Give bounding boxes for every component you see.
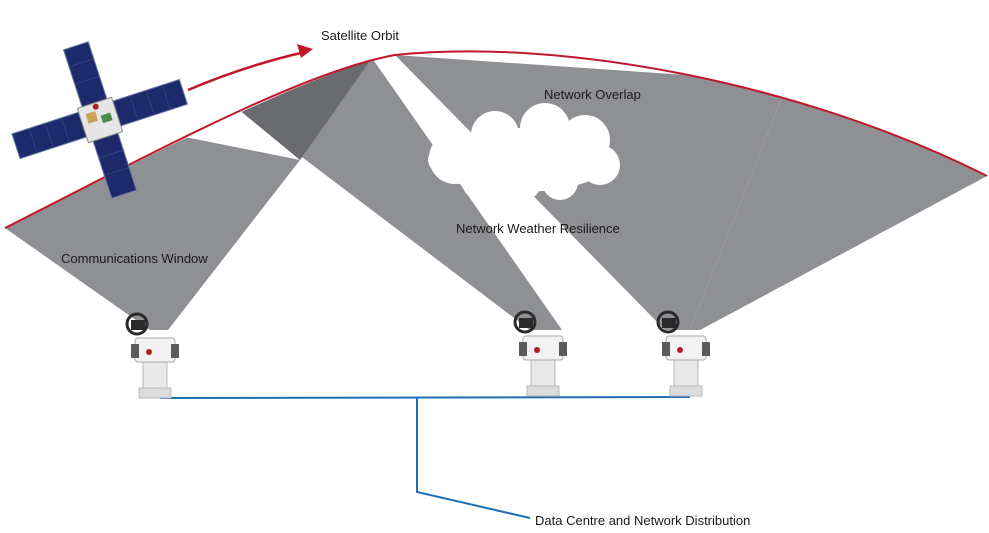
ground-station-left: [125, 312, 179, 399]
data-centre-label: Data Centre and Network Distribution: [535, 513, 750, 528]
network-overlap-label: Network Overlap: [544, 87, 641, 102]
satellite-icon: [11, 41, 189, 199]
ground-station-middle: [513, 310, 567, 397]
ground-station-right: [656, 310, 710, 397]
satellite-orbit-label: Satellite Orbit: [321, 28, 399, 43]
communications-window-label: Communications Window: [61, 251, 208, 266]
network-lines: [159, 396, 691, 519]
orbit-arrowhead-icon: [297, 44, 313, 58]
beam-overlap-left: [232, 58, 372, 160]
telescope-icon: [656, 310, 710, 397]
orbit-arrow: [187, 50, 306, 92]
beam-cone-left: [5, 132, 300, 330]
cloud-icon: [428, 103, 620, 202]
telescope-icon: [125, 312, 179, 399]
orbit-arc: [4, 50, 988, 229]
telescope-icon: [513, 310, 567, 397]
beam-cone-right-extension: [690, 82, 987, 330]
network-weather-resilience-label: Network Weather Resilience: [456, 221, 620, 236]
